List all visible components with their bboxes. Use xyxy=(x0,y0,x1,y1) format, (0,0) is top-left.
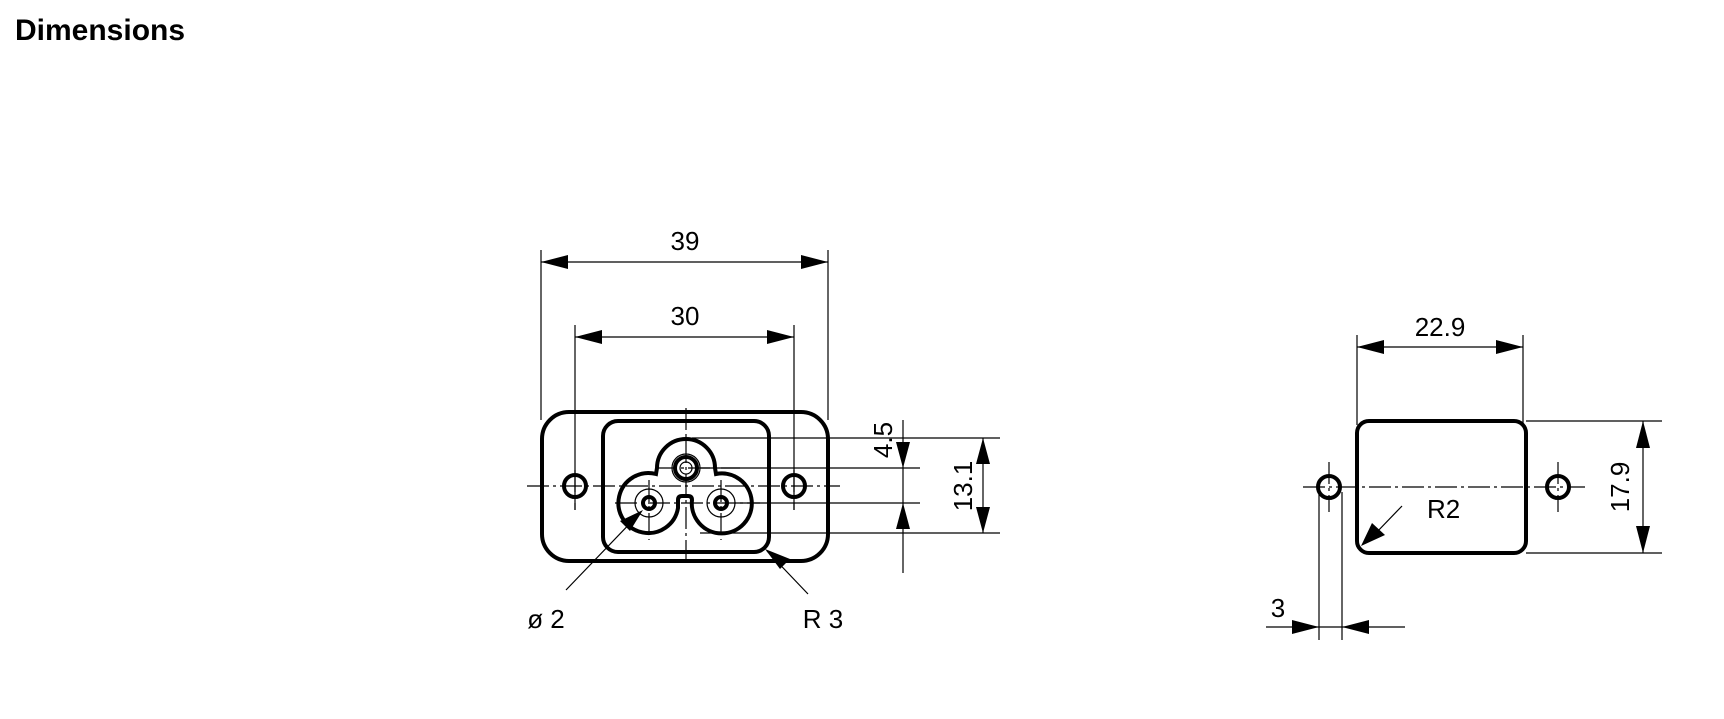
label-cutout-radius: R2 xyxy=(1427,494,1460,524)
dim-cutout-height: 17.9 xyxy=(1605,462,1635,513)
page-title: Dimensions xyxy=(15,14,186,47)
cutout-view: 22.9 R2 3 17.9 xyxy=(1266,312,1662,640)
dim-cutout-width: 22.9 xyxy=(1415,312,1466,342)
label-pin-diameter: ø 2 xyxy=(527,604,565,634)
dim-overall-width: 39 xyxy=(671,226,700,256)
label-corner-radius: R 3 xyxy=(803,604,843,634)
pin-left xyxy=(641,495,657,511)
dim-opening-height: 13.1 xyxy=(948,461,978,512)
mounting-hole-right xyxy=(781,473,807,499)
socket-outline xyxy=(616,437,754,536)
dim-hole-spacing: 30 xyxy=(671,301,700,331)
pin-top xyxy=(673,455,699,481)
cutout-hole-left xyxy=(1316,474,1342,500)
mounting-hole-left xyxy=(562,473,588,499)
cutout-hole-right xyxy=(1545,474,1571,500)
dim-pin-offset: 4.5 xyxy=(868,422,898,458)
dim-hole-diameter: 3 xyxy=(1271,593,1285,623)
pin-right xyxy=(713,495,729,511)
front-view: 39 30 xyxy=(527,226,1000,634)
